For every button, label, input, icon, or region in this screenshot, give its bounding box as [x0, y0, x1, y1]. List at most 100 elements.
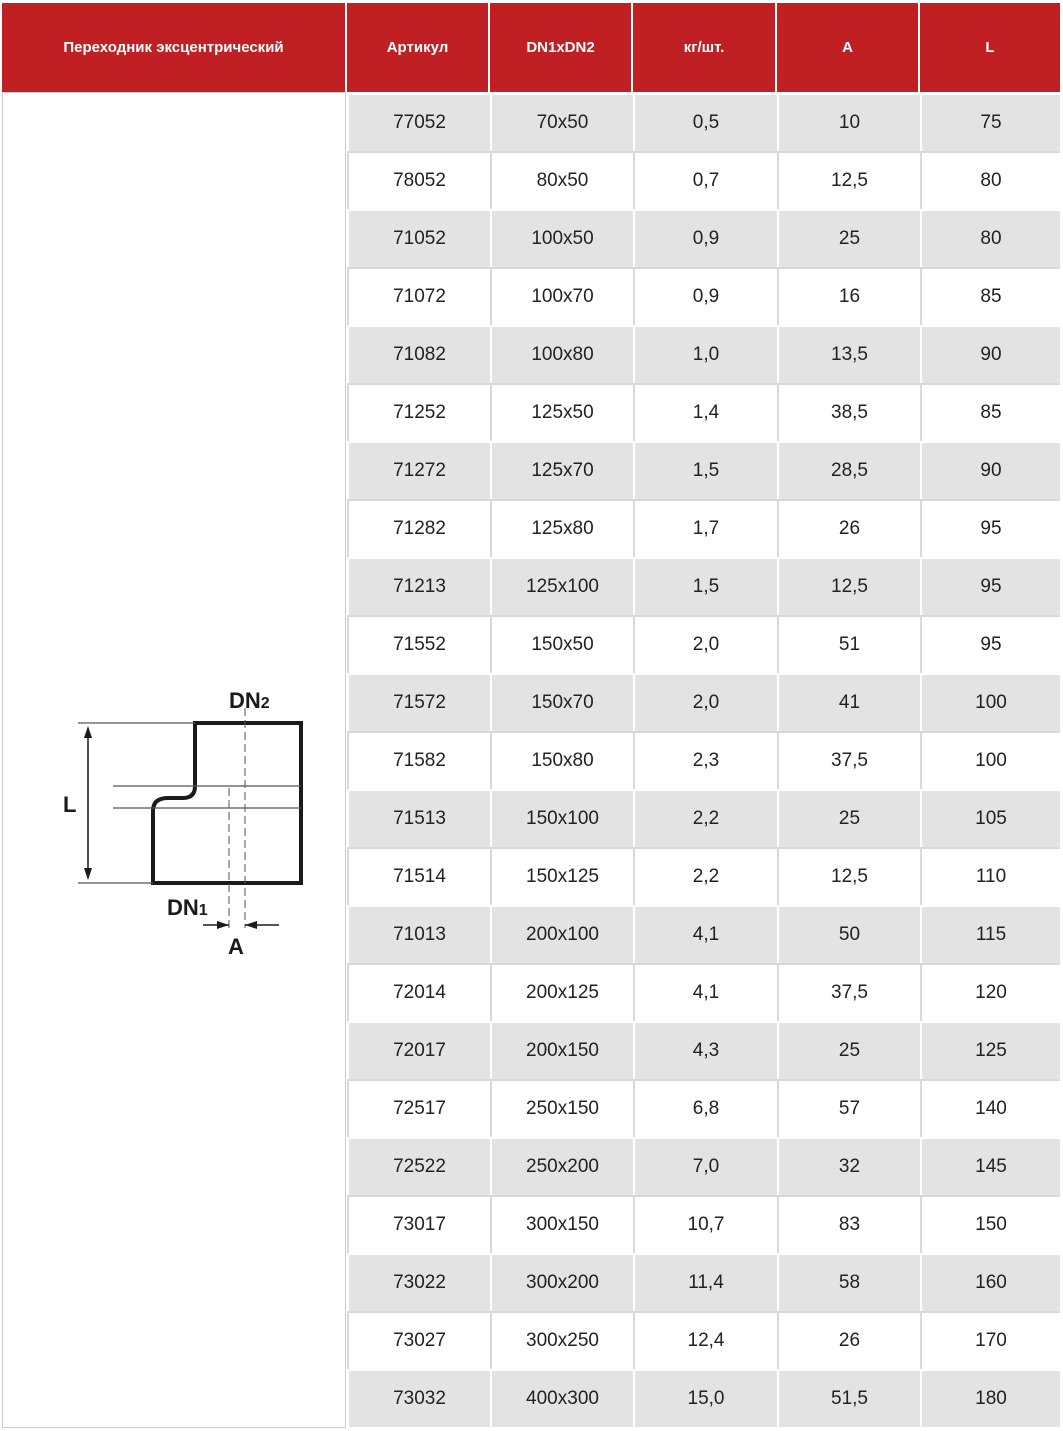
dn-cell: 100x50 — [490, 211, 633, 267]
l-cell: 145 — [920, 1139, 1060, 1195]
article-cell: 72017 — [347, 1023, 490, 1079]
article-cell: 71282 — [347, 501, 490, 557]
weight-cell: 2,3 — [633, 733, 777, 789]
reducer-outline — [151, 721, 303, 885]
l-cell: 90 — [920, 327, 1060, 383]
header-weight: кг/шт. — [633, 3, 777, 92]
weight-cell: 1,5 — [633, 559, 777, 615]
header-product: Переходник эксцентрический — [2, 3, 347, 92]
article-cell: 71013 — [347, 907, 490, 963]
dn-cell: 70x50 — [490, 95, 633, 151]
dn-cell: 250x200 — [490, 1139, 633, 1195]
l-cell: 95 — [920, 617, 1060, 673]
a-cell: 38,5 — [777, 385, 920, 441]
dn-cell: 200x125 — [490, 965, 633, 1021]
dn-cell: 150x100 — [490, 791, 633, 847]
l-cell: 180 — [920, 1371, 1060, 1427]
header-l: L — [985, 39, 995, 56]
l-cell: 75 — [920, 95, 1060, 151]
article-cell: 71213 — [347, 559, 490, 615]
a-cell: 41 — [777, 675, 920, 731]
dn-cell: 200x100 — [490, 907, 633, 963]
a-cell: 13,5 — [777, 327, 920, 383]
a-cell: 12,5 — [777, 153, 920, 209]
article-cell: 72522 — [347, 1139, 490, 1195]
dn-cell: 125x70 — [490, 443, 633, 499]
weight-cell: 1,7 — [633, 501, 777, 557]
weight-cell: 1,0 — [633, 327, 777, 383]
weight-cell: 2,0 — [633, 617, 777, 673]
dn1-label: DN1 — [167, 895, 208, 920]
article-cell: 71582 — [347, 733, 490, 789]
weight-cell: 12,4 — [633, 1313, 777, 1369]
a-cell: 50 — [777, 907, 920, 963]
article-cell: 78052 — [347, 153, 490, 209]
dn-cell: 300x150 — [490, 1197, 633, 1253]
dn-cell: 150x50 — [490, 617, 633, 673]
dn-cell: 100x80 — [490, 327, 633, 383]
a-cell: 51 — [777, 617, 920, 673]
spec-sheet: Переходник эксцентрический Артикул DN1xD… — [2, 3, 1060, 1428]
l-label: L — [63, 792, 76, 817]
a-cell: 37,5 — [777, 965, 920, 1021]
dn-cell: 150x125 — [490, 849, 633, 905]
weight-cell: 0,5 — [633, 95, 777, 151]
weight-cell: 15,0 — [633, 1371, 777, 1427]
weight-cell: 2,2 — [633, 791, 777, 847]
article-cell: 71252 — [347, 385, 490, 441]
l-cell: 140 — [920, 1081, 1060, 1137]
header-dn: DN1xDN2 — [490, 3, 633, 92]
dn-cell: 100x70 — [490, 269, 633, 325]
article-cell: 71082 — [347, 327, 490, 383]
weight-cell: 1,4 — [633, 385, 777, 441]
l-cell: 115 — [920, 907, 1060, 963]
l-cell: 100 — [920, 733, 1060, 789]
a-label: A — [228, 934, 244, 959]
dn-cell: 200x150 — [490, 1023, 633, 1079]
article-cell: 71513 — [347, 791, 490, 847]
dn-cell: 150x80 — [490, 733, 633, 789]
product-drawing-panel: DN2 L DN1 A — [2, 92, 346, 1428]
dn-cell: 80x50 — [490, 153, 633, 209]
article-cell: 77052 — [347, 95, 490, 151]
a-cell: 32 — [777, 1139, 920, 1195]
weight-cell: 2,0 — [633, 675, 777, 731]
a-cell: 12,5 — [777, 849, 920, 905]
a-cell: 28,5 — [777, 443, 920, 499]
l-cell: 110 — [920, 849, 1060, 905]
article-cell: 73022 — [347, 1255, 490, 1311]
article-cell: 73017 — [347, 1197, 490, 1253]
weight-cell: 6,8 — [633, 1081, 777, 1137]
dn-cell: 125x50 — [490, 385, 633, 441]
a-cell: 83 — [777, 1197, 920, 1253]
table-header: Переходник эксцентрический Артикул DN1xD… — [2, 3, 1060, 92]
l-cell: 95 — [920, 501, 1060, 557]
weight-cell: 4,1 — [633, 965, 777, 1021]
weight-cell: 0,7 — [633, 153, 777, 209]
l-cell: 95 — [920, 559, 1060, 615]
a-cell: 25 — [777, 211, 920, 267]
weight-cell: 0,9 — [633, 211, 777, 267]
a-cell: 37,5 — [777, 733, 920, 789]
dn2-label: DN2 — [229, 688, 270, 713]
weight-cell: 1,5 — [633, 443, 777, 499]
